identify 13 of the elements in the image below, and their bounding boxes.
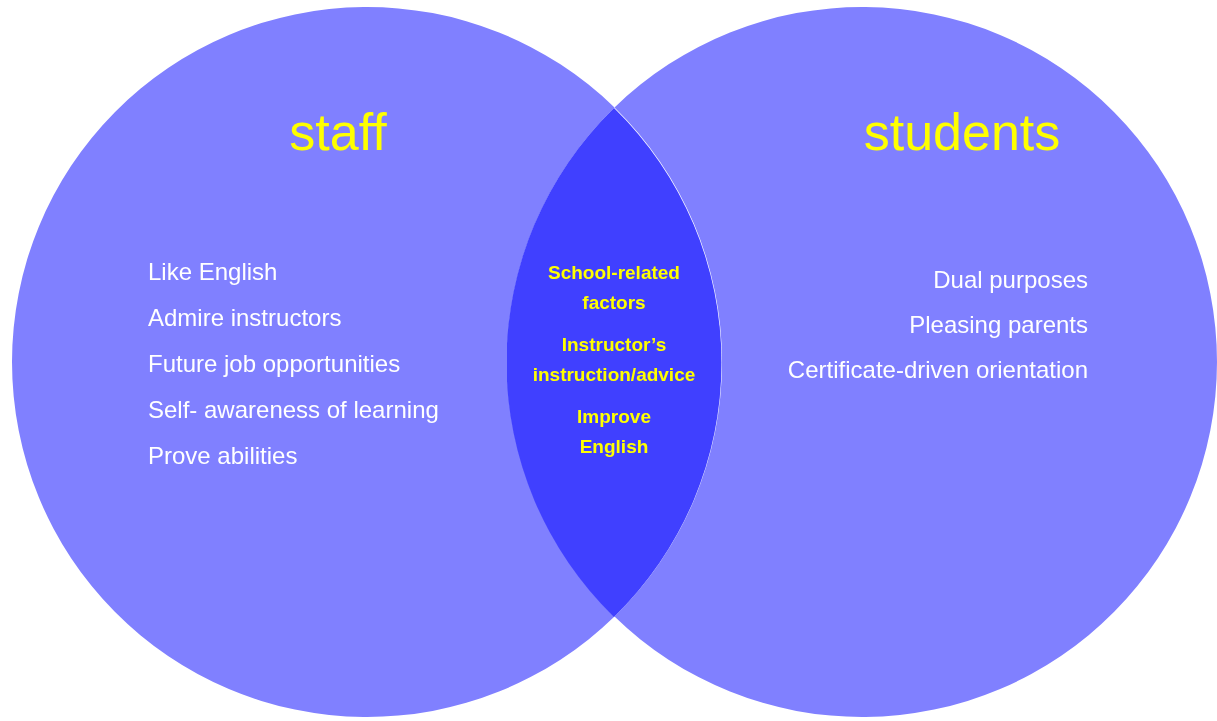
- list-item: Like English: [148, 257, 278, 287]
- circle-title: students: [863, 102, 1061, 162]
- list-item: Self- awareness of learning: [148, 395, 439, 425]
- list-item: Pleasing parents: [909, 310, 1088, 340]
- overlap-item: Instructor’s instruction/advice: [531, 333, 697, 387]
- list-item: Future job opportunities: [148, 349, 401, 379]
- list-item: Admire instructors: [148, 303, 342, 333]
- list-item: Dual purposes: [933, 265, 1088, 295]
- overlap-item: Improve English: [576, 405, 652, 459]
- overlap-item: School-related factors: [547, 261, 681, 315]
- circle-title: staff: [289, 102, 387, 162]
- list-item: Prove abilities: [148, 441, 298, 471]
- list-item: Certificate-driven orientation: [787, 355, 1088, 385]
